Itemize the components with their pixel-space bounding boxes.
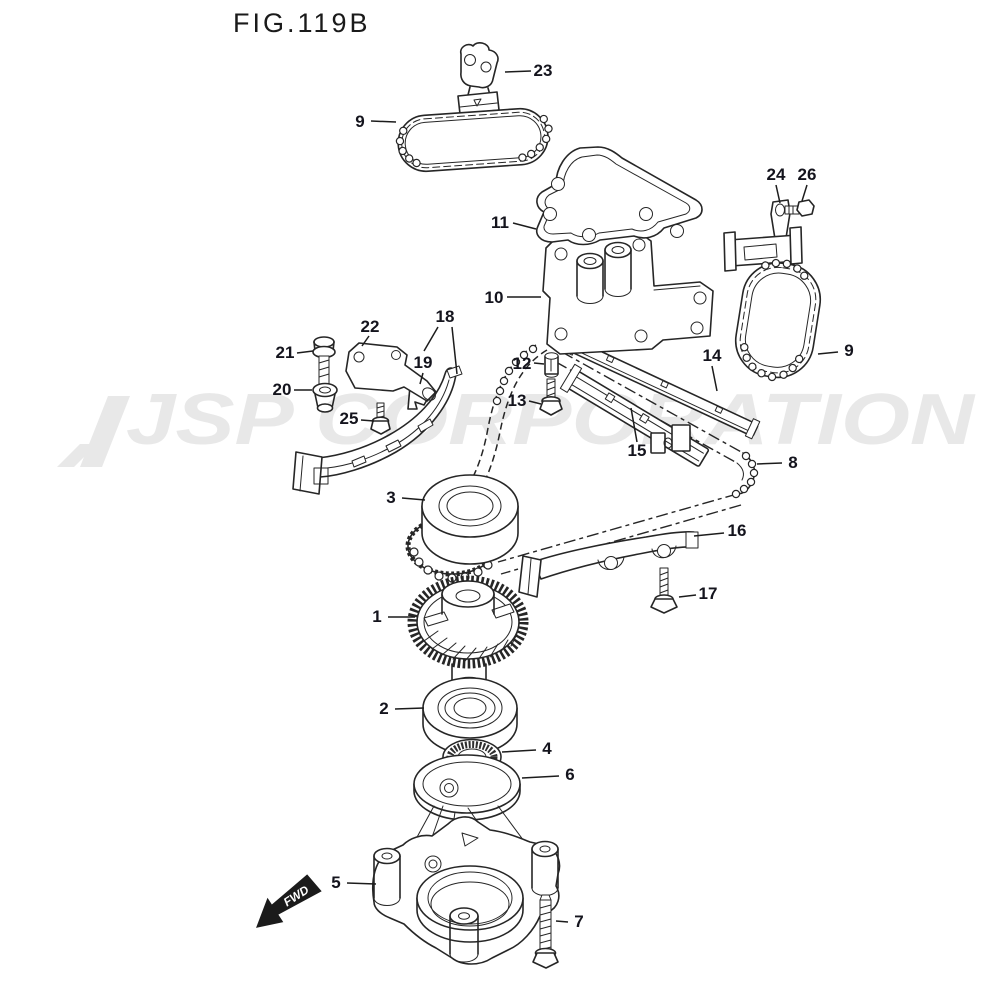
svg-text:26: 26 [798,165,817,184]
callout-2: 2 [379,699,425,718]
svg-text:11: 11 [491,213,509,232]
svg-text:17: 17 [699,584,718,603]
part-9-chain-right [734,258,822,382]
svg-text:9: 9 [844,341,853,360]
part-23-tensioner-adjuster [457,41,500,115]
callout-23: 23 [504,61,553,80]
callout-7: 7 [555,912,584,931]
part-26-bolt [784,199,815,217]
callout-24: 24 [767,165,786,204]
svg-text:19: 19 [414,353,433,372]
fwd-arrow: FWD [256,874,322,928]
svg-text:4: 4 [542,739,552,758]
callout-16: 16 [693,521,747,540]
part-11-gasket [536,146,703,246]
svg-text:7: 7 [574,912,583,931]
part-17-bolt [650,567,678,614]
callout-1: 1 [372,607,415,626]
part-5-mount-bracket [372,816,561,965]
svg-text:1: 1 [372,607,381,626]
svg-text:9: 9 [355,112,364,131]
callout-6: 6 [521,765,575,784]
figure-title: FIG.119B [233,8,371,38]
watermark-logo [57,396,130,467]
svg-text:5: 5 [331,873,340,892]
part-6-thrust-plate [413,754,521,821]
part-15-chain-guide [559,363,710,467]
part-10-oil-pump [542,232,714,355]
part-13-bolt [539,378,563,416]
svg-text:25: 25 [340,409,359,428]
part-20-plug [312,382,338,413]
svg-text:15: 15 [628,441,647,460]
callout-18: 18 [423,307,458,375]
part-16-chain-guide-lower [518,530,699,598]
callout-17: 17 [678,584,718,603]
svg-text:18: 18 [436,307,455,326]
svg-text:3: 3 [386,488,395,507]
svg-text:12: 12 [513,354,532,373]
svg-text:2: 2 [379,699,388,718]
svg-text:23: 23 [534,61,553,80]
callout-13: 13 [508,391,542,410]
part-1-gear [407,575,529,696]
callout-4: 4 [501,739,552,758]
callout-10: 10 [485,288,541,307]
svg-text:22: 22 [361,317,380,336]
part-9-chain-top [395,107,553,173]
callout-21: 21 [276,343,314,362]
svg-text:14: 14 [703,346,722,365]
callout-8: 8 [756,453,798,472]
callout-14: 14 [703,346,722,392]
callout-11: 11 [491,213,537,232]
callout-5: 5 [331,873,377,892]
callout-25: 25 [340,409,375,428]
callout-22: 22 [361,317,380,347]
callout-20: 20 [273,380,312,399]
callout-9-right: 9 [817,341,854,360]
callout-26: 26 [798,165,817,202]
part-22-chain-tensioner [345,342,437,402]
svg-text:8: 8 [788,453,797,472]
part-2-bearing [422,677,518,755]
callout-9-top: 9 [355,112,397,131]
svg-text:20: 20 [273,380,292,399]
part-3-bearing [405,474,519,583]
callout-12: 12 [513,354,545,373]
callout-3: 3 [386,488,426,507]
svg-text:16: 16 [728,521,747,540]
svg-text:6: 6 [565,765,574,784]
svg-text:10: 10 [485,288,504,307]
callout-19: 19 [414,353,433,385]
part-21-bolt [312,336,336,388]
part-18-tensioner-arm [292,365,463,495]
part-7-bolt [532,894,559,969]
svg-text:21: 21 [276,343,295,362]
part-12-pin [544,352,559,378]
svg-text:13: 13 [508,391,527,410]
svg-text:24: 24 [767,165,786,184]
callout-15: 15 [628,407,647,460]
